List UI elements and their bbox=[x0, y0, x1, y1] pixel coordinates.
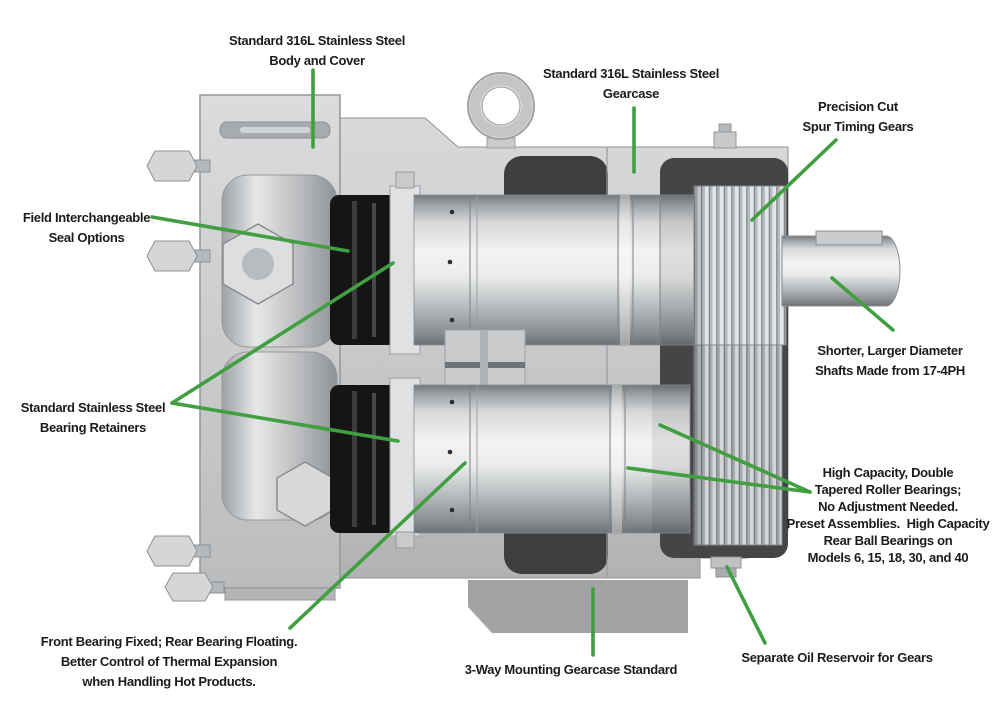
leader-retainers-upper bbox=[170, 261, 395, 405]
leader-bearings-lower bbox=[626, 466, 812, 494]
gearcase-top-bolt bbox=[713, 123, 737, 149]
callout-shafts: Shorter, Larger Diameter Shafts Made fro… bbox=[780, 341, 1000, 381]
callout-oil-reservoir: Separate Oil Reservoir for Gears bbox=[687, 648, 987, 668]
callout-line: Spur Timing Gears bbox=[802, 119, 914, 134]
timing-gear-upper bbox=[693, 185, 787, 346]
callout-line: Body and Cover bbox=[269, 53, 365, 68]
callout-bearings: High Capacity, Double Tapered Roller Bea… bbox=[776, 464, 1000, 566]
callout-line: 3-Way Mounting Gearcase Standard bbox=[464, 662, 678, 677]
callout-line: Standard 316L Stainless Steel bbox=[542, 66, 720, 81]
leader-thermal bbox=[288, 461, 467, 630]
callout-line: Preset Assemblies. High Capacity bbox=[786, 516, 990, 531]
leader-seal-options bbox=[150, 215, 350, 253]
timing-gears bbox=[693, 185, 787, 546]
callout-line: Standard 316L Stainless Steel bbox=[228, 33, 406, 48]
leader-timing-gears bbox=[750, 138, 838, 222]
callout-mounting: 3-Way Mounting Gearcase Standard bbox=[421, 660, 721, 680]
leader-bearings-upper bbox=[658, 423, 812, 494]
callout-line: Seal Options bbox=[48, 230, 125, 245]
callout-thermal-expansion: Front Bearing Fixed; Rear Bearing Floati… bbox=[19, 632, 319, 692]
callout-body-cover: Standard 316L Stainless Steel Body and C… bbox=[187, 31, 447, 71]
callout-line: Gearcase bbox=[602, 86, 660, 101]
callout-timing-gears: Precision Cut Spur Timing Gears bbox=[748, 97, 968, 137]
cover-bolts bbox=[146, 150, 225, 602]
callout-line: Standard Stainless Steel bbox=[20, 400, 166, 415]
leader-shaft bbox=[830, 276, 895, 332]
callout-line: Tapered Roller Bearings; bbox=[814, 482, 962, 497]
callout-line: Separate Oil Reservoir for Gears bbox=[741, 650, 933, 665]
callout-line: No Adjustment Needed. bbox=[818, 499, 958, 514]
callout-bearing-retainers: Standard Stainless Steel Bearing Retaine… bbox=[0, 398, 186, 438]
lower-seal-stack bbox=[330, 385, 404, 533]
lower-shaft-assembly bbox=[330, 377, 691, 549]
leader-retainers-lower bbox=[170, 401, 400, 443]
leader-lines bbox=[150, 68, 895, 657]
upper-shaft-cylinder bbox=[413, 194, 703, 346]
callout-line: Bearing Retainers bbox=[39, 420, 147, 435]
callout-line: Shafts Made from 17-4PH bbox=[815, 363, 965, 378]
upper-seal-stack bbox=[330, 195, 404, 345]
callout-line: Field Interchangeable bbox=[22, 210, 151, 225]
upper-shaft-assembly bbox=[330, 171, 703, 355]
cover-lobes bbox=[221, 174, 338, 527]
lifting-eye bbox=[467, 72, 535, 149]
mounting-foot bbox=[468, 580, 688, 633]
callout-line: Shorter, Larger Diameter bbox=[817, 343, 963, 358]
shaft-keyway bbox=[815, 230, 883, 246]
drive-shaft bbox=[781, 230, 901, 307]
callout-gearcase: Standard 316L Stainless Steel Gearcase bbox=[501, 64, 761, 104]
lower-shaft-cylinder bbox=[413, 384, 691, 534]
callout-line: Better Control of Thermal Expansion bbox=[60, 654, 278, 669]
callout-line: Rear Ball Bearings on bbox=[823, 533, 953, 548]
callout-line: Models 6, 15, 18, 30, and 40 bbox=[807, 550, 969, 565]
callout-line: Front Bearing Fixed; Rear Bearing Floati… bbox=[40, 634, 298, 649]
leader-oil-reservoir bbox=[725, 565, 767, 645]
callout-line: High Capacity, Double bbox=[822, 465, 954, 480]
callout-line: Precision Cut bbox=[818, 99, 898, 114]
callout-line: when Handling Hot Products. bbox=[82, 674, 256, 689]
callout-seal-options: Field Interchangeable Seal Options bbox=[0, 208, 173, 248]
